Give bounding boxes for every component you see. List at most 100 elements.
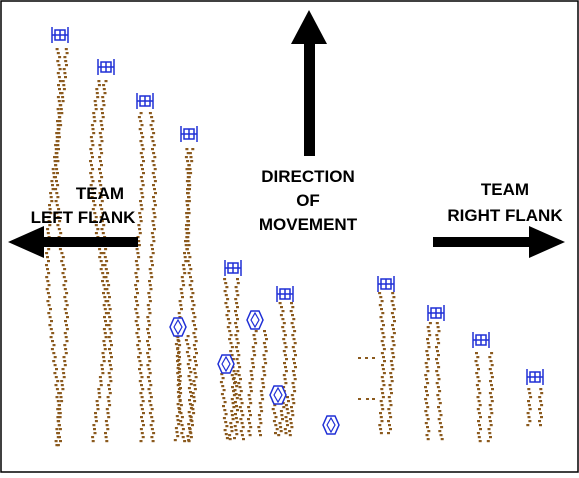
trail-dot xyxy=(294,354,297,357)
arrow-up-icon xyxy=(291,10,327,156)
trail-dot xyxy=(392,332,396,335)
trail-dot xyxy=(149,256,153,259)
trail-dot xyxy=(261,382,265,385)
trail-dot xyxy=(186,343,190,346)
trail-dot xyxy=(186,260,190,263)
trail-dot xyxy=(60,380,64,383)
trail-dot xyxy=(55,140,59,143)
trail-dot xyxy=(234,298,238,301)
trail-dot xyxy=(288,434,292,437)
trail-dot xyxy=(105,260,109,263)
trail-dot xyxy=(390,364,394,367)
trail-dot xyxy=(61,368,65,371)
trail-dot xyxy=(489,360,493,363)
trail-dot xyxy=(142,424,145,427)
trail-dot xyxy=(149,424,153,427)
trail-dot xyxy=(190,160,194,163)
trail-dot xyxy=(141,168,144,171)
trail-dot xyxy=(135,332,139,335)
trail-dot xyxy=(192,312,196,315)
trail-dot xyxy=(104,312,108,315)
trail-dot xyxy=(259,422,263,425)
trail-dot xyxy=(527,416,531,419)
trail-dot xyxy=(224,302,228,305)
trail-dot xyxy=(235,314,238,317)
trail-dot xyxy=(489,436,492,439)
trail-dot xyxy=(391,292,395,295)
trail-dot xyxy=(231,358,235,361)
trail-dot xyxy=(141,136,145,139)
trail-dot xyxy=(147,320,151,323)
trail-dot xyxy=(57,64,61,67)
trail-dot xyxy=(380,320,384,323)
trail-dot xyxy=(139,112,143,115)
trail-dot xyxy=(105,408,109,411)
trail-dot xyxy=(152,152,156,155)
trail-dot xyxy=(188,256,192,259)
trail-dot xyxy=(428,334,432,337)
trail-dot xyxy=(283,362,286,365)
trail-dot xyxy=(56,216,60,219)
trail-dot xyxy=(102,340,106,343)
trail-dot xyxy=(538,408,541,411)
trail-dot xyxy=(152,196,155,199)
trail-dot xyxy=(192,344,196,347)
trail-dot xyxy=(53,364,57,367)
trail-dot xyxy=(91,436,95,439)
trail-dot xyxy=(92,112,96,115)
trail-dot xyxy=(47,260,50,263)
trail-dot xyxy=(426,342,430,345)
trail-dot xyxy=(540,416,543,419)
trail-dot xyxy=(293,378,297,381)
trail-dot xyxy=(51,168,55,171)
trail-dot xyxy=(107,324,111,327)
trail-dot xyxy=(188,379,192,382)
trail-dot xyxy=(105,440,109,443)
trail-dot xyxy=(476,408,480,411)
trail-dot xyxy=(391,368,395,371)
trail-dot xyxy=(102,292,105,295)
trail-dot xyxy=(189,436,193,439)
trail-dot xyxy=(539,388,543,391)
trail-dot xyxy=(281,310,285,313)
trail-dot xyxy=(57,392,61,395)
trail-dot xyxy=(151,264,154,267)
trail-dot xyxy=(137,256,141,259)
trail-dot xyxy=(91,180,95,183)
trail-dot xyxy=(189,407,193,410)
trail-dot xyxy=(291,398,295,401)
trail-dot xyxy=(180,424,184,427)
trail-dot xyxy=(479,428,482,431)
trail-dot xyxy=(189,383,193,386)
trail-dot xyxy=(284,346,288,349)
trail-dot xyxy=(358,398,361,400)
trail-dot xyxy=(179,288,183,291)
trail-dot xyxy=(223,429,227,432)
trail-dot xyxy=(47,304,51,307)
trail-dot xyxy=(138,232,142,235)
trail-dot xyxy=(138,360,142,363)
trail-dot xyxy=(280,306,283,309)
trail-dot xyxy=(183,440,187,443)
trail-dot xyxy=(150,128,154,131)
trail-dot xyxy=(102,252,106,255)
trail-column xyxy=(526,388,533,427)
trail-dot xyxy=(427,430,431,433)
trail-dot xyxy=(263,330,266,333)
trail-dot xyxy=(528,392,532,395)
trail-dot xyxy=(440,438,444,441)
trail-dot xyxy=(381,312,385,315)
trail-dot xyxy=(291,382,295,385)
trail-dot xyxy=(188,184,192,187)
trail-dot xyxy=(378,304,382,307)
trail-dot xyxy=(50,320,53,323)
trail-dot xyxy=(140,156,144,159)
trail-dot xyxy=(187,180,191,183)
trail-dot xyxy=(61,256,65,259)
trail-dot xyxy=(59,440,62,443)
trail-dot xyxy=(185,212,189,215)
trail-dot xyxy=(476,356,480,359)
trail-dot xyxy=(45,252,49,255)
trail-dot xyxy=(140,124,144,127)
